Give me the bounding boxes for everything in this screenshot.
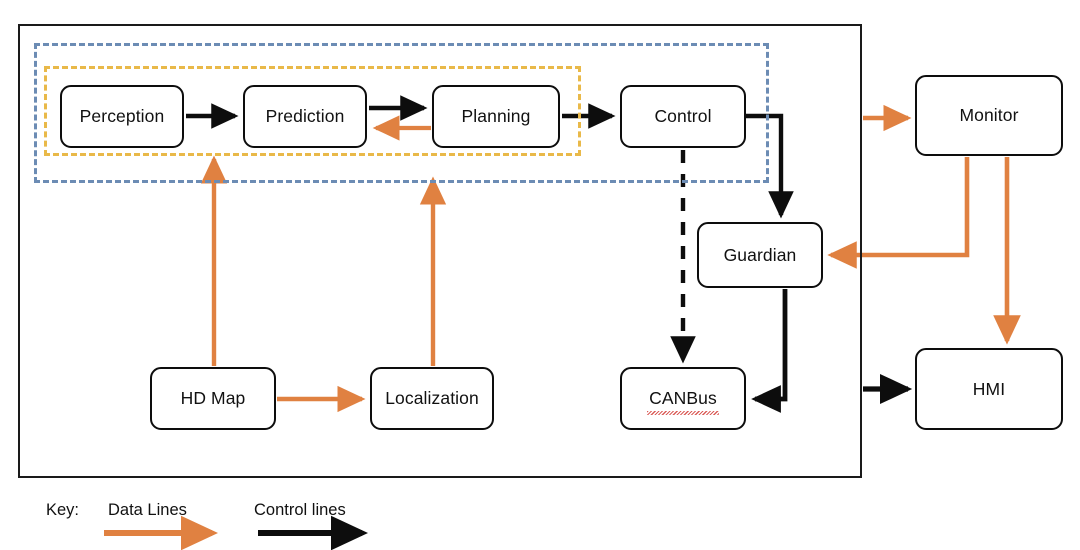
node-hd-map[interactable]: HD Map	[150, 367, 276, 430]
node-hd-map-label: HD Map	[180, 388, 246, 408]
node-prediction-label: Prediction	[265, 106, 345, 126]
legend-key: Key: Data Lines Control lines	[0, 494, 1080, 550]
node-canbus-label: CANBus	[647, 388, 719, 415]
node-monitor-label: Monitor	[959, 105, 1019, 125]
autonomy-group-box	[34, 43, 769, 183]
node-guardian[interactable]: Guardian	[697, 222, 823, 288]
legend-data-lines-label: Data Lines	[108, 501, 187, 519]
node-canbus[interactable]: CANBus	[620, 367, 746, 430]
node-control[interactable]: Control	[620, 85, 746, 148]
node-control-label: Control	[654, 106, 712, 126]
node-hmi[interactable]: HMI	[915, 348, 1063, 430]
node-perception-label: Perception	[79, 106, 165, 126]
node-localization[interactable]: Localization	[370, 367, 494, 430]
legend-control-lines-label: Control lines	[254, 501, 346, 519]
node-localization-label: Localization	[385, 388, 479, 408]
node-planning[interactable]: Planning	[432, 85, 560, 148]
node-monitor[interactable]: Monitor	[915, 75, 1063, 156]
node-guardian-label: Guardian	[723, 244, 797, 265]
node-hmi-label: HMI	[972, 378, 1006, 399]
legend-key-label: Key:	[46, 501, 80, 519]
node-planning-label: Planning	[461, 106, 531, 126]
node-perception[interactable]: Perception	[60, 85, 184, 148]
pipeline-group-box	[44, 66, 581, 156]
node-prediction[interactable]: Prediction	[243, 85, 367, 148]
